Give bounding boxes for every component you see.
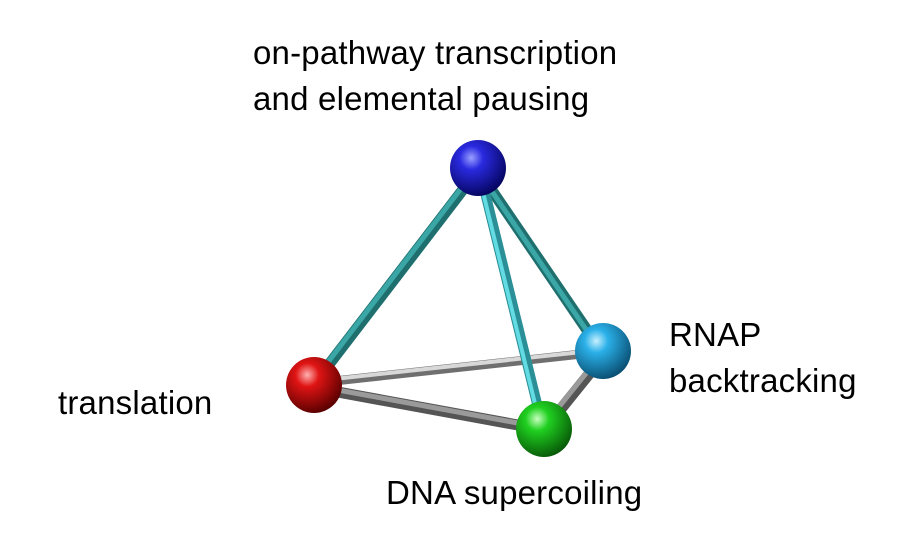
label-top-node: on-pathway transcription and elemental p…: [253, 30, 617, 122]
label-line: on-pathway transcription: [253, 34, 618, 71]
label-right-node: RNAP backtracking: [669, 312, 857, 404]
edge-top-bottom: [475, 167, 548, 433]
edge-left-bottom: [310, 382, 551, 436]
node-top: [450, 140, 506, 196]
label-line: and elemental pausing: [253, 80, 590, 117]
edge-left-right: [311, 347, 605, 388]
node-left: [286, 357, 342, 413]
label-line: RNAP: [669, 316, 762, 353]
edge-top-left: [308, 164, 484, 390]
node-bottom: [516, 401, 572, 457]
label-line: DNA supercoiling: [386, 474, 643, 511]
label-line: translation: [58, 384, 213, 421]
label-left-node: translation: [58, 380, 212, 426]
label-line: backtracking: [669, 362, 857, 399]
label-bottom-node: DNA supercoiling: [386, 470, 642, 516]
edge-top-right: [472, 164, 608, 358]
node-right: [575, 323, 631, 379]
